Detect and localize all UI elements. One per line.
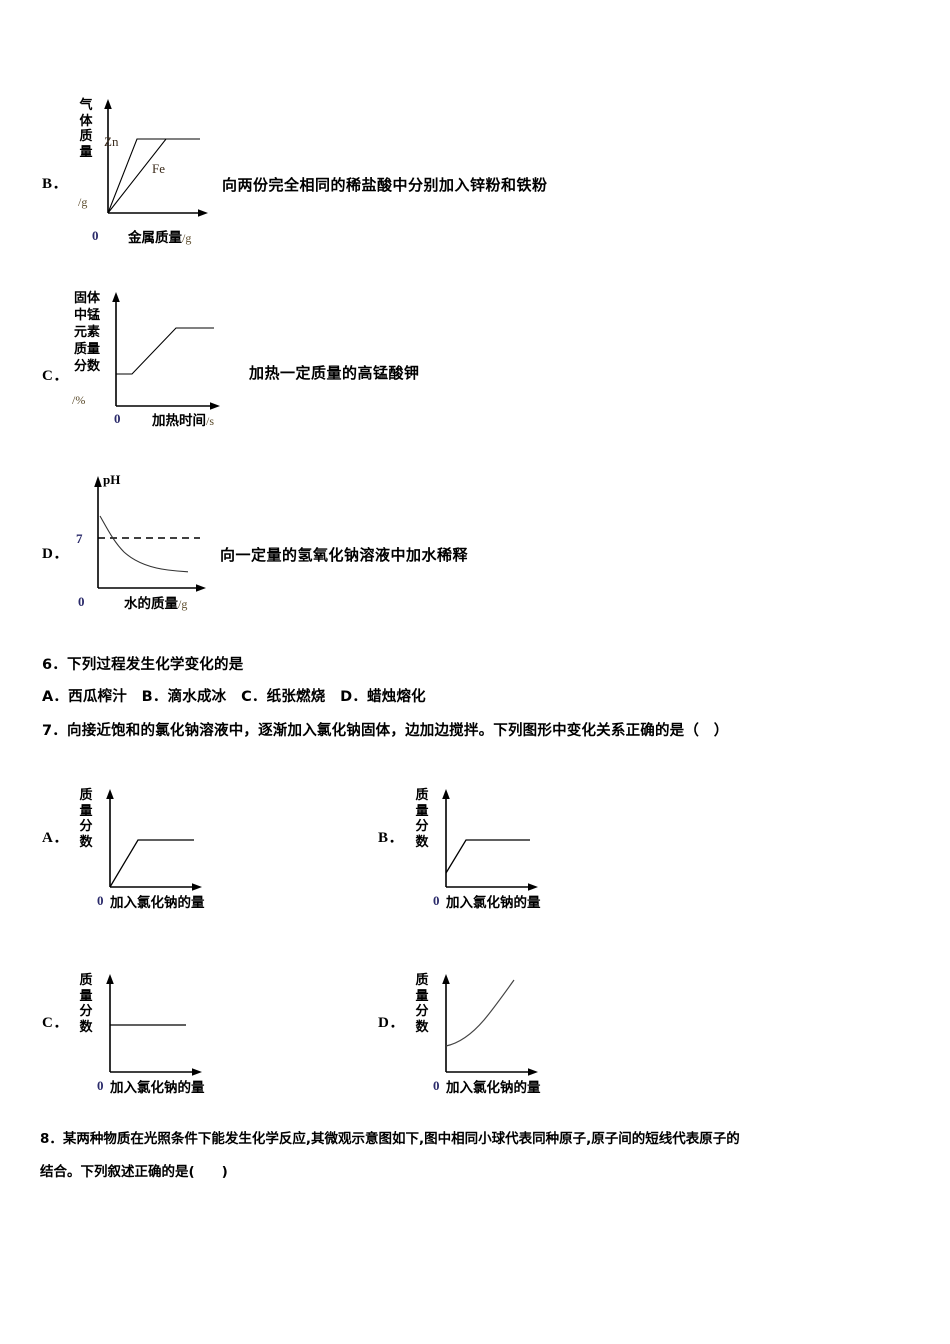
question-7-stem: 7．向接近饱和的氯化钠溶液中，逐渐加入氯化钠固体，边加边搅拌。下列图形中变化关系… xyxy=(42,723,729,739)
q7-option-b-letter: B． xyxy=(378,830,405,846)
q5b-x-axis-unit: /g xyxy=(182,231,192,245)
fe-curve xyxy=(107,138,200,214)
q5c-svg xyxy=(112,292,220,410)
q5b-zn-label: Zn xyxy=(104,134,119,149)
q5b-y-axis-unit: /g xyxy=(78,195,88,209)
q5c-x-axis-caption: 加热时间/s xyxy=(152,409,214,430)
x-axis-arrow xyxy=(198,209,208,217)
q7a-curve xyxy=(109,839,194,888)
question-6-stem: 6．下列过程发生化学变化的是 xyxy=(42,657,244,673)
q7c-y-axis-label: 质 量 分 数 xyxy=(79,973,93,1035)
q7b-y-axis-label: 质 量 分 数 xyxy=(415,788,429,850)
y-axis-arrow xyxy=(442,789,450,799)
y-axis-arrow xyxy=(104,99,112,109)
q5b-x-axis-caption: 金属质量/g xyxy=(128,226,191,247)
q7-option-d-letter: D． xyxy=(378,1015,405,1031)
x-axis-arrow xyxy=(192,883,202,891)
q5c-y-axis-unit: /% xyxy=(72,393,86,407)
q5b-y-axis-label: 气 体 质 量 xyxy=(79,98,93,160)
q7c-svg xyxy=(106,974,202,1076)
q7c-origin-label: 0 xyxy=(97,1078,104,1093)
ph-curve xyxy=(99,515,189,573)
q7d-chart xyxy=(432,970,552,1085)
q5d-x-axis-label: 水的质量 xyxy=(124,596,178,612)
x-axis-arrow xyxy=(192,1068,202,1076)
y-axis-arrow xyxy=(94,476,102,487)
q7b-x-axis-label: 加入氯化钠的量 xyxy=(446,895,541,911)
q7a-x-axis-label: 加入氯化钠的量 xyxy=(110,895,205,911)
y-axis-arrow xyxy=(442,974,450,984)
y-axis-arrow xyxy=(106,789,114,799)
question-6-options: A．西瓜榨汁 B．滴水成冰 C．纸张燃烧 D．蜡烛熔化 xyxy=(42,689,426,705)
q7a-y-axis-label: 质 量 分 数 xyxy=(79,788,93,850)
q7b-svg xyxy=(442,789,538,891)
q5c-x-axis-label: 加热时间 xyxy=(152,413,206,429)
y-axis-arrow xyxy=(106,974,114,984)
question-8-line-1: 8．某两种物质在光照条件下能发生化学反应,其微观示意图如下,图中相同小球代表同种… xyxy=(40,1131,740,1147)
q5d-origin-label: 0 xyxy=(78,594,85,609)
q5b-description: 向两份完全相同的稀盐酸中分别加入锌粉和铁粉 xyxy=(222,176,548,194)
q7b-curve xyxy=(445,839,530,874)
q5c-chart xyxy=(104,288,234,416)
y-axis-arrow xyxy=(112,292,120,302)
q5c-origin-label: 0 xyxy=(114,411,121,426)
q5d-ph7-tick-label: 7 xyxy=(76,531,83,546)
q5c-description: 加热一定质量的高锰酸钾 xyxy=(249,364,420,382)
q7a-chart xyxy=(96,785,216,900)
q5b-fe-label: Fe xyxy=(152,161,165,176)
option-b-letter: B． xyxy=(42,176,69,192)
q5d-svg xyxy=(94,476,206,592)
q5c-x-axis-unit: /s xyxy=(206,414,215,428)
q5b-svg xyxy=(104,99,208,217)
q5b-x-axis-label: 金属质量 xyxy=(128,230,182,246)
q5b-chart xyxy=(96,95,216,225)
option-c-letter: C． xyxy=(42,368,69,384)
q5b-origin-label: 0 xyxy=(92,228,99,243)
q7-option-c-letter: C． xyxy=(42,1015,69,1031)
x-axis-arrow xyxy=(528,883,538,891)
mn-fraction-curve xyxy=(116,327,214,375)
q7d-origin-label: 0 xyxy=(433,1078,440,1093)
q5d-x-axis-caption: 水的质量/g xyxy=(124,592,187,613)
q7a-origin-label: 0 xyxy=(97,893,104,908)
option-d-letter: D． xyxy=(42,546,69,562)
x-axis-arrow xyxy=(210,402,220,410)
q7-option-a-letter: A． xyxy=(42,830,69,846)
q7b-origin-label: 0 xyxy=(433,893,440,908)
q7d-curve xyxy=(445,979,515,1047)
q7c-chart xyxy=(96,970,216,1085)
q5c-y-axis-label: 固体 中锰 元素 质量 分数 xyxy=(73,291,100,374)
question-8-line-2: 结合。下列叙述正确的是( ) xyxy=(40,1164,228,1180)
x-axis-arrow xyxy=(196,584,206,592)
x-axis-arrow xyxy=(528,1068,538,1076)
q7b-chart xyxy=(432,785,552,900)
q5d-y-axis-label: pH xyxy=(103,472,121,487)
q7d-x-axis-label: 加入氯化钠的量 xyxy=(446,1080,541,1096)
q7a-svg xyxy=(106,789,202,891)
q5d-x-axis-unit: /g xyxy=(178,597,188,611)
q5d-description: 向一定量的氢氧化钠溶液中加水稀释 xyxy=(220,546,469,564)
q7d-svg xyxy=(442,974,538,1076)
q7d-y-axis-label: 质 量 分 数 xyxy=(415,973,429,1035)
q5d-chart xyxy=(82,468,222,598)
q7c-x-axis-label: 加入氯化钠的量 xyxy=(110,1080,205,1096)
